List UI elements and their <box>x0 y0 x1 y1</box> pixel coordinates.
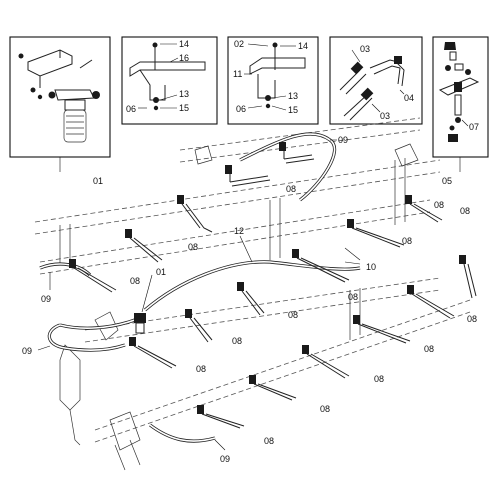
callout-10: 10 <box>366 262 376 272</box>
callout-08: 08 <box>320 404 330 414</box>
inset-03-04-box: 03 04 03 <box>329 36 423 125</box>
label-15: 15 <box>179 103 189 113</box>
label-13b: 13 <box>288 91 298 101</box>
callout-08: 08 <box>196 364 206 374</box>
callout-01-main: 01 <box>156 267 166 277</box>
callout-05: 05 <box>442 176 452 186</box>
callout-12: 12 <box>234 226 244 236</box>
inset-05-07-box: 07 <box>432 36 489 158</box>
label-06b: 06 <box>236 104 246 114</box>
label-11: 11 <box>233 69 242 79</box>
label-16: 16 <box>179 53 189 63</box>
callout-09-lower: 09 <box>22 346 32 356</box>
callout-09-left: 09 <box>41 294 51 304</box>
boom-frame <box>34 117 471 471</box>
callout-08: 08 <box>264 436 274 446</box>
callout-08: 08 <box>188 242 198 252</box>
inset-06-14-box: 14 16 06 13 15 <box>121 36 218 125</box>
callout-01: 01 <box>93 176 103 186</box>
label-03: 03 <box>360 44 370 54</box>
callout-08: 08 <box>460 206 470 216</box>
label-04: 04 <box>404 93 414 103</box>
callout-08: 08 <box>130 276 140 286</box>
callout-08: 08 <box>434 200 444 210</box>
label-13: 13 <box>179 89 189 99</box>
callout-09-bottom: 09 <box>220 454 230 464</box>
callout-08: 08 <box>402 236 412 246</box>
label-03b: 03 <box>380 111 390 121</box>
nozzles <box>69 142 477 429</box>
callout-08: 08 <box>348 292 358 302</box>
label-14: 14 <box>179 39 189 49</box>
label-14b: 14 <box>298 41 308 51</box>
callout-08: 08 <box>374 374 384 384</box>
callout-08: 08 <box>286 184 296 194</box>
label-06: 06 <box>126 104 136 114</box>
label-15b: 15 <box>288 105 298 115</box>
callouts: 09 12 01 10 09 09 09 08 08 08 08 08 08 0… <box>22 135 477 464</box>
callout-08: 08 <box>467 314 477 324</box>
label-02: 02 <box>234 39 244 49</box>
inset-02-11-box: 02 14 11 06 13 15 <box>227 36 319 125</box>
callout-09-top: 09 <box>338 135 348 145</box>
callout-08: 08 <box>288 310 298 320</box>
callout-08: 08 <box>232 336 242 346</box>
label-07: 07 <box>469 122 479 132</box>
hoses <box>39 132 361 443</box>
callout-08: 08 <box>424 344 434 354</box>
inset-01-box <box>9 36 111 158</box>
